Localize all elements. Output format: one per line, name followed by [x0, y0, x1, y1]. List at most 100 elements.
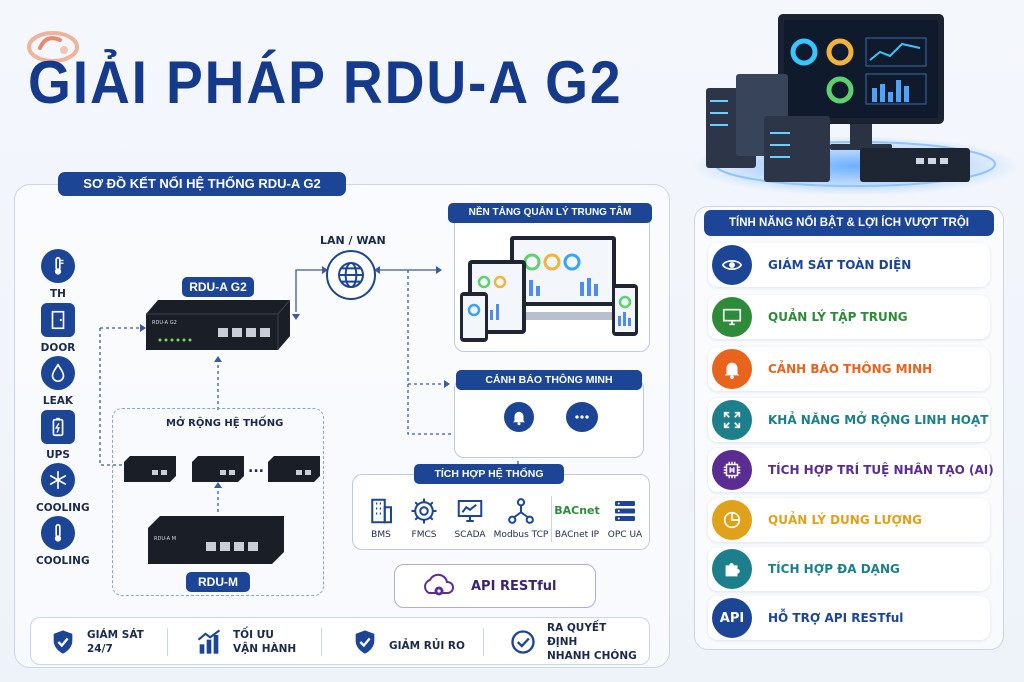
check-circle-icon	[511, 630, 535, 654]
feature-label: TÍCH HỢP TRÍ TUỆ NHÂN TẠO (AI)	[768, 463, 994, 477]
water-drop-icon	[41, 356, 75, 390]
sensor-th: TH	[36, 249, 80, 300]
alerts-label: CẢNH BÁO THÔNG MINH	[456, 370, 642, 390]
expansion-box	[112, 408, 324, 596]
rdu-a-g2-device	[146, 300, 290, 350]
feature-label: KHẢ NĂNG MỞ RỘNG LINH HOẠT	[768, 413, 989, 427]
feature-item: QUẢN LÝ DUNG LƯỢNG	[708, 498, 990, 542]
diagram-title: SƠ ĐỒ KẾT NỐI HỆ THỐNG RDU-A G2	[58, 172, 346, 196]
feature-label: QUẢN LÝ DUNG LƯỢNG	[768, 513, 922, 527]
feature-label: GIÁM SÁT TOÀN DIỆN	[768, 258, 912, 272]
api-restful-box: API RESTful	[394, 564, 596, 608]
sensor-label: UPS	[46, 449, 70, 461]
bacnet-logo: BACnet	[554, 504, 600, 517]
feature-item: QUẢN LÝ TẬP TRUNG	[708, 295, 990, 339]
globe-icon	[326, 250, 376, 300]
protocol-bacnet: BACnet BACnet IP	[546, 496, 608, 540]
feature-label: QUẢN LÝ TẬP TRUNG	[768, 310, 908, 324]
management-label: NỀN TẢNG QUẢN LÝ TRUNG TÂM	[448, 203, 652, 223]
expansion-module	[268, 456, 320, 482]
pie-icon	[712, 500, 752, 540]
benefit-item: RA QUYẾT ĐỊNH NHANH CHÓNG	[509, 622, 637, 662]
feature-item: GIÁM SÁT TOÀN DIỆN	[708, 243, 990, 287]
rdu-m-device	[148, 516, 284, 564]
feature-label: TÍCH HỢP ĐA DẠNG	[768, 562, 900, 576]
protocol-bms: BMS	[350, 496, 412, 540]
sensor-label: DOOR	[40, 342, 76, 354]
bell-icon	[712, 349, 752, 389]
protocol-scada: SCADA	[439, 496, 501, 540]
benefit-line2: VẬN HÀNH	[233, 643, 297, 655]
protocol-label: Modbus TCP	[493, 530, 549, 540]
feature-label: CẢNH BÁO THÔNG MINH	[768, 362, 933, 376]
api-icon: API	[712, 598, 752, 638]
feature-item: CẢNH BÁO THÔNG MINH	[708, 347, 990, 391]
shield-check-icon	[53, 630, 73, 654]
divider	[551, 496, 552, 542]
monitor-chart-icon	[457, 500, 483, 522]
shield-check-icon	[355, 630, 375, 654]
chat-icon	[566, 402, 598, 432]
protocol-label: SCADA	[454, 530, 486, 540]
sensor-ups: UPS	[36, 410, 80, 461]
dashboard-devices	[460, 236, 638, 342]
rdu-m-label: RDU-M	[186, 572, 250, 592]
feature-item: TÍCH HỢP ĐA DẠNG	[708, 547, 990, 591]
rdu-a-g2-label: RDU-A G2	[182, 277, 254, 297]
bell-icon	[504, 402, 534, 432]
sensor-cooling: COOLING	[36, 463, 90, 514]
snowflake-icon	[41, 463, 75, 497]
benefit-item: GIÁM SÁT 24/7	[49, 626, 177, 658]
gear-icon	[411, 498, 437, 524]
benefit-item: TỐI ƯU VẬN HÀNH	[195, 626, 323, 658]
server-rack-icon	[615, 501, 635, 521]
benefit-line1: GIÁM SÁT	[87, 629, 144, 641]
feature-item: TÍCH HỢP TRÍ TUỆ NHÂN TẠO (AI)	[708, 448, 994, 492]
puzzle-icon	[712, 549, 752, 589]
eye-icon	[712, 245, 752, 285]
bar-chart-icon	[197, 629, 221, 654]
benefit-item: GIẢM RỦI RO	[351, 626, 479, 658]
divider	[483, 628, 484, 656]
device-plate: RDU-A G2	[152, 320, 177, 326]
protocol-fmcs: FMCS	[393, 496, 455, 540]
cloud-gear-icon	[424, 573, 454, 596]
divider	[167, 628, 168, 656]
page-title: GIẢI PHÁP RDU-A G2	[28, 49, 623, 116]
protocol-label: BACnet IP	[554, 530, 600, 540]
protocol-label: BMS	[371, 530, 391, 540]
protocol-label: OPC UA	[607, 530, 643, 540]
integration-label: TÍCH HỢP HỆ THỐNG	[414, 464, 564, 484]
expand-icon	[712, 400, 752, 440]
integration-box	[352, 474, 650, 550]
sensor-cooling-temp: COOLING	[36, 516, 90, 567]
feature-item: API HỖ TRỢ API RESTful	[708, 596, 990, 640]
hero-illustration	[690, 14, 1020, 194]
sensor-leak: LEAK	[36, 356, 80, 407]
thermometer-icon	[41, 249, 75, 283]
expansion-module	[192, 456, 244, 482]
features-title: TÍNH NĂNG NỔI BẬT & LỢI ÍCH VƯỢT TRỘI	[704, 210, 994, 236]
benefit-line1: TỐI ƯU	[233, 629, 274, 641]
monitor-icon	[712, 297, 752, 337]
feature-label: HỖ TRỢ API RESTful	[768, 611, 904, 625]
alerts-box	[454, 378, 644, 458]
expansion-module	[124, 456, 176, 482]
network-nodes-icon	[508, 498, 534, 524]
door-icon	[41, 303, 75, 337]
sensor-door: DOOR	[36, 303, 80, 354]
brand-logo	[27, 31, 79, 63]
divider	[321, 628, 322, 656]
sensor-label: COOLING	[36, 502, 90, 514]
benefit-line1: GIẢM RỦI RO	[389, 639, 465, 652]
expansion-label: MỞ RỘNG HỆ THỐNG	[166, 418, 284, 429]
protocol-modbus: Modbus TCP	[490, 496, 552, 540]
battery-icon	[41, 410, 75, 444]
benefit-line2: NHANH CHÓNG	[547, 650, 637, 662]
api-restful-label: API RESTful	[471, 578, 557, 594]
more-modules-ellipsis: ...	[248, 460, 264, 476]
benefit-line2: 24/7	[87, 643, 113, 655]
benefit-line1: RA QUYẾT ĐỊNH	[547, 622, 607, 648]
sensor-label: LEAK	[42, 395, 74, 407]
